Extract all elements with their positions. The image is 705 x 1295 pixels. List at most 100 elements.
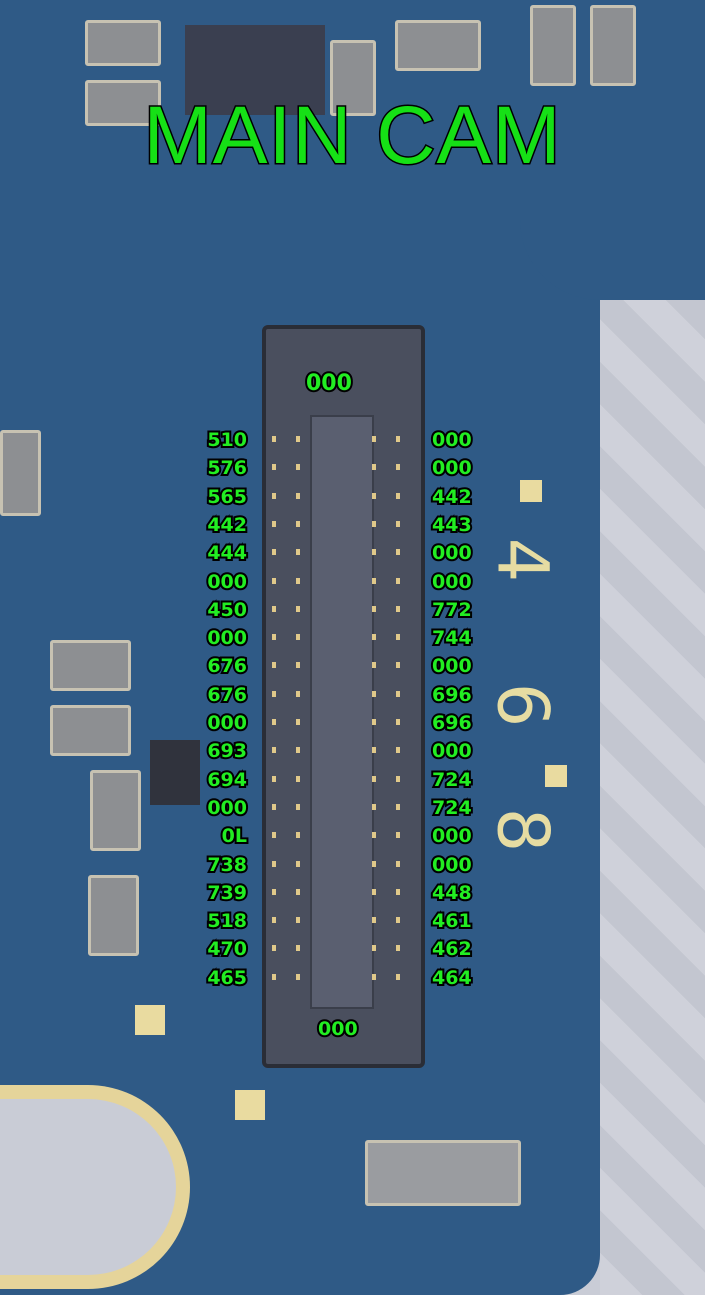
connector-pin <box>272 917 276 924</box>
connector-pin <box>372 719 376 725</box>
connector-pin <box>272 860 276 867</box>
connector-pin <box>372 945 376 952</box>
component <box>85 80 161 126</box>
left-pin-value: 000 <box>205 569 249 595</box>
connector-pin <box>272 945 276 952</box>
connector-pin <box>296 917 300 924</box>
component <box>50 640 131 691</box>
connector-pin <box>296 492 300 499</box>
connector-pin <box>372 803 376 810</box>
silkscreen-digit: 4 <box>481 537 564 583</box>
connector-pin <box>396 634 400 641</box>
connector-pin <box>372 520 376 527</box>
connector-pin <box>396 492 400 499</box>
connector-pin <box>372 577 376 584</box>
left-pin-value: 000 <box>205 625 249 651</box>
connector-pin <box>272 973 276 980</box>
right-pin-value: 461 <box>430 908 474 934</box>
left-pin-value: 465 <box>205 965 249 991</box>
connector-pin <box>296 690 300 697</box>
connector-pin <box>396 775 400 782</box>
right-pin-value: 464 <box>430 965 474 991</box>
top-pad-value: 000 <box>304 371 354 397</box>
component <box>0 430 41 516</box>
connector-pin <box>272 549 276 556</box>
connector-pin <box>296 747 300 754</box>
connector-pin <box>372 605 376 612</box>
connector-pin <box>372 492 376 499</box>
connector-pin <box>372 436 376 442</box>
connector-pin <box>396 860 400 867</box>
connector-pin <box>296 945 300 952</box>
component <box>90 770 141 851</box>
connector-pin <box>372 832 376 839</box>
right-pin-value: 696 <box>430 682 474 708</box>
component <box>50 705 131 756</box>
right-pin-value: 000 <box>430 569 474 595</box>
connector-pin <box>272 719 276 725</box>
left-pin-value: 676 <box>205 682 249 708</box>
connector-pin <box>396 747 400 754</box>
right-pin-value: 724 <box>430 795 474 821</box>
left-pin-value: 676 <box>205 653 249 679</box>
connector-pin <box>396 605 400 612</box>
left-pin-value: 450 <box>205 597 249 623</box>
connector-pin <box>396 549 400 556</box>
connector-pin <box>272 832 276 839</box>
ic-chip <box>150 740 200 805</box>
connector-pin <box>272 492 276 499</box>
background-mat <box>600 250 705 1295</box>
connector-pin <box>396 662 400 669</box>
connector-pin <box>396 917 400 924</box>
right-pin-value: 744 <box>430 625 474 651</box>
test-pad <box>135 1005 165 1035</box>
component <box>530 5 576 86</box>
connector-pin <box>372 464 376 471</box>
connector-pin <box>396 832 400 839</box>
connector-pin <box>372 917 376 924</box>
left-pin-value: 442 <box>205 512 249 538</box>
silkscreen-digit: 6 <box>481 682 564 728</box>
connector-pin <box>396 436 400 442</box>
left-pin-value: 565 <box>205 484 249 510</box>
connector-pin <box>296 520 300 527</box>
connector-pin <box>396 520 400 527</box>
connector-pin <box>372 973 376 980</box>
connector-pin <box>396 690 400 697</box>
connector-pin <box>296 719 300 725</box>
connector-pin <box>296 832 300 839</box>
right-pin-value: 000 <box>430 852 474 878</box>
left-pin-value: 518 <box>205 908 249 934</box>
connector-pin <box>272 888 276 895</box>
left-pin-value: 738 <box>205 852 249 878</box>
connector-pin <box>296 577 300 584</box>
test-pad <box>520 480 542 502</box>
left-pin-value: 693 <box>205 738 249 764</box>
connector-pin <box>296 436 300 442</box>
connector-pin <box>372 775 376 782</box>
connector-pin <box>396 888 400 895</box>
connector-pin <box>296 803 300 810</box>
connector-pin <box>296 888 300 895</box>
left-pin-value: 510 <box>205 427 249 453</box>
connector-pin <box>372 860 376 867</box>
connector-pin <box>272 775 276 782</box>
right-pin-value: 000 <box>430 738 474 764</box>
connector-pin <box>396 945 400 952</box>
left-pin-value: 444 <box>205 540 249 566</box>
connector-pin <box>296 464 300 471</box>
connector-pin <box>272 747 276 754</box>
component <box>88 875 139 956</box>
right-pin-value: 772 <box>430 597 474 623</box>
connector-pin <box>372 747 376 754</box>
connector-pin <box>372 634 376 641</box>
connector-pin <box>272 577 276 584</box>
spring-contact <box>365 1140 521 1206</box>
ic-chip <box>185 25 325 115</box>
connector-pin <box>372 549 376 556</box>
diagram-title: MAIN CAM <box>142 89 562 183</box>
right-pin-value: 000 <box>430 455 474 481</box>
right-pin-value: 448 <box>430 880 474 906</box>
right-pin-value: 000 <box>430 540 474 566</box>
component <box>590 5 636 86</box>
